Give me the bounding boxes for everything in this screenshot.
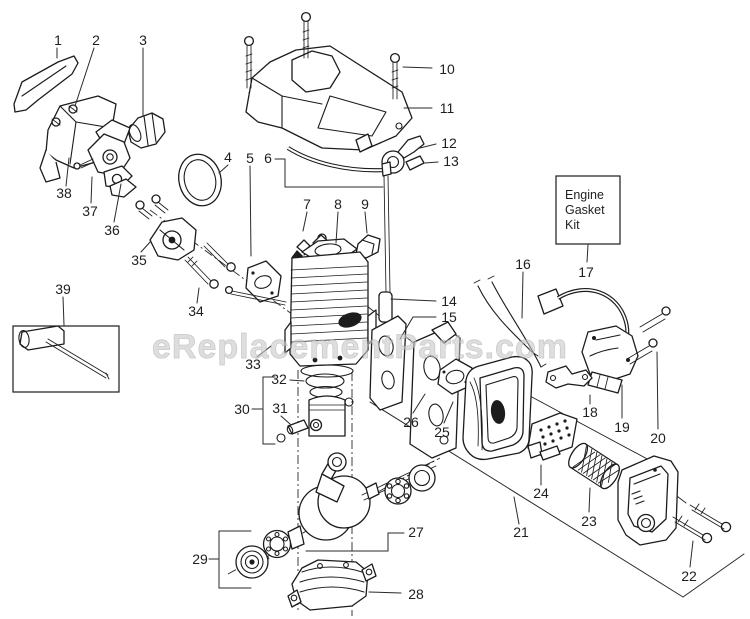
callout-16: 16 <box>515 256 531 272</box>
callout-20: 20 <box>650 430 666 446</box>
callout-35: 35 <box>131 252 147 268</box>
callout-12: 12 <box>441 135 457 151</box>
callout-31: 31 <box>272 400 288 416</box>
air-filter-cover-drawing <box>13 55 79 113</box>
callout-13: 13 <box>443 153 459 169</box>
muffler-drawing <box>462 355 533 461</box>
fuel-pickup-drawing <box>378 161 393 323</box>
callout-30: 30 <box>234 401 250 417</box>
kill-wires-drawing <box>473 275 547 368</box>
ground-strap-drawing <box>545 365 593 389</box>
callout-38: 38 <box>56 185 72 201</box>
intake-gasket-drawing <box>224 260 287 306</box>
bearing-set-drawing <box>235 529 292 579</box>
filter-base-drawing <box>135 194 197 261</box>
callout-28: 28 <box>408 586 424 602</box>
choke-elbow-drawing <box>127 112 166 149</box>
base-gasket-drawing <box>300 364 354 378</box>
cover-screws-drawing <box>243 11 401 100</box>
leader-lines <box>56 47 694 594</box>
callout-9: 9 <box>361 196 369 212</box>
muffler-cover-drawing <box>617 455 679 546</box>
callout-6: 6 <box>264 150 272 166</box>
engine-cover-drawing <box>245 45 413 153</box>
watermark-text: eReplacementParts.com <box>152 328 568 366</box>
callout-29: 29 <box>192 551 208 567</box>
tool-box-drawing <box>12 325 120 393</box>
piston-drawing <box>276 373 354 443</box>
callout-1: 1 <box>54 32 62 48</box>
callout-21: 21 <box>513 524 529 540</box>
callout-23: 23 <box>581 513 597 529</box>
callout-27: 27 <box>408 524 424 540</box>
callout-33: 33 <box>245 356 261 372</box>
fuel-line-drawing <box>286 146 387 173</box>
callout-11: 11 <box>440 100 455 116</box>
note-line-1: Engine <box>565 188 604 202</box>
callout-25: 25 <box>434 424 450 440</box>
screen-drawing <box>568 442 620 490</box>
coil-screws-drawing <box>626 306 671 365</box>
callout-7: 7 <box>303 196 311 212</box>
note-line-2: Gasket <box>565 203 605 217</box>
callouts: 1 2 3 4 5 6 7 8 9 10 11 12 13 14 15 16 1… <box>54 32 697 602</box>
crankcase-drawing <box>287 559 377 611</box>
plate15-drawing <box>369 315 407 411</box>
clip-part-drawing <box>355 234 381 259</box>
callout-39: 39 <box>55 281 71 297</box>
callout-19: 19 <box>614 419 630 435</box>
callout-22: 22 <box>681 568 697 584</box>
callout-17: 17 <box>578 264 594 280</box>
callout-34: 34 <box>188 303 204 319</box>
seal-ring-drawing <box>178 153 222 207</box>
callout-24: 24 <box>533 485 549 501</box>
callout-2: 2 <box>92 32 100 48</box>
cylinder-drawing <box>284 238 377 367</box>
note-box: Engine Gasket Kit <box>555 175 621 245</box>
crankshaft-drawing <box>242 452 437 569</box>
callout-32: 32 <box>271 371 287 387</box>
sleeve-drawing <box>405 155 425 171</box>
note-line-3: Kit <box>565 218 580 232</box>
callout-15: 15 <box>441 309 457 325</box>
callout-4: 4 <box>224 149 232 165</box>
callout-18: 18 <box>582 404 598 420</box>
cover-screws22-drawing <box>672 503 732 544</box>
callout-5: 5 <box>246 150 254 166</box>
callout-37: 37 <box>82 203 98 219</box>
callout-36: 36 <box>104 222 120 238</box>
intake-screws-drawing <box>184 242 236 289</box>
arrestor-plate-drawing <box>527 412 578 461</box>
callout-26: 26 <box>403 414 419 430</box>
callout-14: 14 <box>441 293 457 309</box>
heat-shield-drawing <box>409 321 461 459</box>
carburetor-drawing <box>73 119 137 198</box>
ignition-coil-drawing <box>581 325 639 394</box>
callout-8: 8 <box>334 196 342 212</box>
callout-10: 10 <box>439 61 455 77</box>
muffler-gasket-drawing <box>437 358 473 395</box>
callout-3: 3 <box>139 32 147 48</box>
